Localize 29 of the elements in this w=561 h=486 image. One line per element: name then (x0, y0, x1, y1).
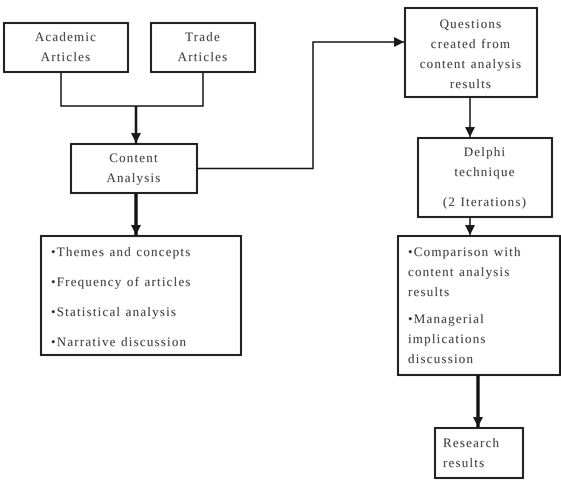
arrow (465, 98, 475, 137)
bullet-item: •Comparison with content analysis results (408, 243, 523, 301)
process-box (70, 143, 198, 194)
connector-line (136, 73, 204, 107)
arrow (473, 376, 483, 427)
box-label: (2 Iterations) (442, 193, 528, 211)
result-list-box (397, 235, 561, 376)
arrow (131, 106, 141, 143)
process-box (404, 7, 538, 98)
result-list-box (40, 235, 242, 356)
box-label: Delphi technique (453, 143, 517, 181)
bullet-item: •Managerial implications discussion (408, 310, 488, 368)
process-box (417, 137, 553, 218)
box-label: Questions created from content analysis results (418, 15, 524, 93)
bullet-item: •Frequency of articles (51, 273, 192, 291)
box-label: Research results (443, 434, 502, 472)
output-box (434, 427, 524, 479)
arrow (131, 194, 141, 235)
bullet-item: •Narrative discussion (51, 333, 188, 351)
box-label: Content Analysis (105, 149, 163, 187)
bullet-item: •Themes and concepts (51, 243, 192, 261)
source-box (3, 22, 129, 73)
bullet-item: •Statistical analysis (51, 303, 178, 321)
connector-line (60, 73, 136, 107)
arrow (198, 37, 404, 170)
source-box (150, 22, 256, 73)
arrow (465, 218, 475, 235)
box-label: Trade Articles (176, 28, 230, 66)
box-label: Academic Articles (34, 28, 98, 66)
